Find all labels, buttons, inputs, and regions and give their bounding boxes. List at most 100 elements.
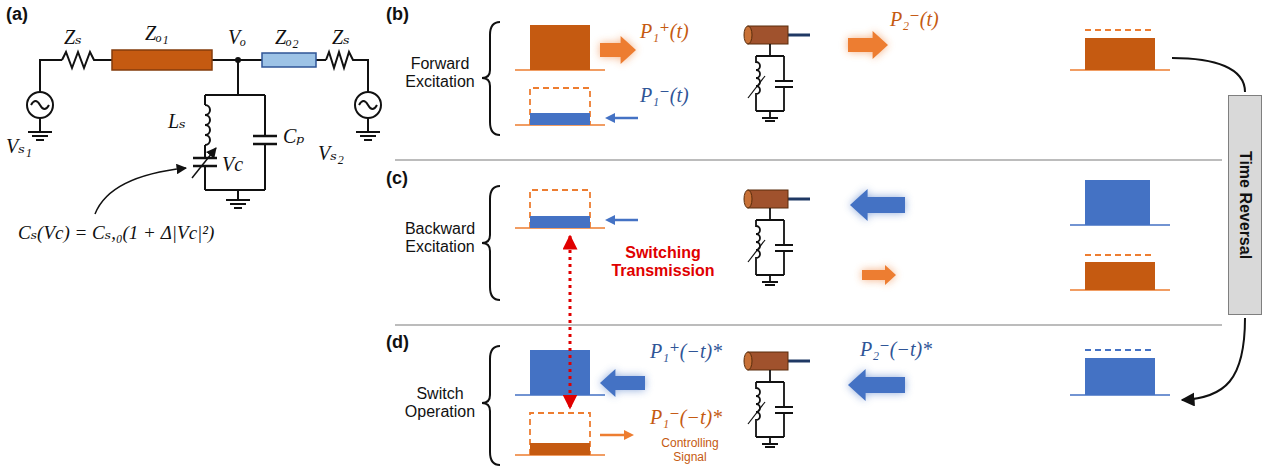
pulse-outline <box>1085 254 1155 256</box>
device-circuit <box>756 208 784 220</box>
device-pin <box>788 34 810 37</box>
arrow-head <box>605 215 615 225</box>
resistor-symbol <box>62 52 98 68</box>
pulse-outline <box>530 413 590 455</box>
symbol-label: Vₛ₁ <box>6 135 32 158</box>
orange-pulse <box>530 25 1155 455</box>
pulse-outline <box>530 30 1155 455</box>
arrow-glow <box>600 369 645 397</box>
blue-pulse <box>530 113 590 125</box>
text-label: Forward Excitation <box>396 55 484 92</box>
ground-symbol <box>226 200 250 208</box>
schematic-wires <box>205 190 265 200</box>
symbol-label: Zₛ <box>64 26 82 49</box>
symbol-label: Cₚ <box>283 125 304 148</box>
device-icon <box>744 26 810 121</box>
inductor-symbol <box>205 105 210 145</box>
signal-arrow <box>850 189 905 221</box>
text-label: Switch Operation <box>396 385 484 422</box>
blue-pulse <box>530 113 1155 395</box>
inductor-symbol <box>205 105 210 145</box>
device-pin <box>788 360 810 363</box>
cylinder-body <box>748 352 788 370</box>
pulse-outline <box>530 88 590 125</box>
transmission-line <box>112 50 212 70</box>
voltage-source <box>27 92 381 118</box>
pulse-baseline <box>515 225 1170 395</box>
panel-tag: (a) <box>6 4 28 25</box>
device-circuit <box>748 208 793 285</box>
voltage-source <box>355 92 381 118</box>
signal-arrow <box>600 434 626 437</box>
cylinder-end <box>744 26 752 44</box>
schematic-wires <box>356 60 368 92</box>
varactor-symbol <box>192 148 216 178</box>
arrow-head <box>624 430 634 440</box>
device-icon <box>744 352 810 447</box>
capacitor-symbol <box>253 136 277 144</box>
symbol-label: Vₛ₂ <box>318 142 344 165</box>
resistor-symbol <box>326 52 356 68</box>
device-circuit <box>756 437 784 447</box>
box-label: Time Reversal <box>1236 151 1254 259</box>
device-circuit <box>748 402 765 424</box>
transmission-line <box>262 53 316 67</box>
arrow-glow <box>600 36 636 64</box>
device-circuit <box>748 370 793 447</box>
device-circuit <box>775 56 793 111</box>
pulse-outline <box>1085 349 1155 351</box>
pulse-outline <box>530 190 590 228</box>
brace <box>482 22 500 465</box>
device-circuit <box>748 76 765 98</box>
panel-divider <box>395 324 1222 326</box>
cylinder-body <box>748 26 788 44</box>
signal-arrow <box>600 31 905 440</box>
cylinder-end <box>744 190 752 208</box>
capacitor-symbol <box>253 136 277 144</box>
panel-divider <box>395 159 1222 161</box>
symbol-label: Cₛ(Vc) = Cₛ,₀(1 + Δ|Vc|²) <box>18 222 214 244</box>
schematic-wires <box>40 60 368 200</box>
symbol-label: Vc <box>222 153 243 176</box>
blue-pulse <box>1085 358 1155 395</box>
symbol-label: Zₛ <box>332 26 350 49</box>
signal-arrow <box>862 265 896 285</box>
signal-arrow <box>613 219 638 222</box>
brace <box>482 346 500 465</box>
text-label: Controlling Signal <box>645 437 735 465</box>
panel-tag: (b) <box>386 4 409 25</box>
device-circuit <box>748 44 793 121</box>
symbol-label: P₂⁻(−t)* <box>860 338 932 361</box>
device-pin <box>788 198 810 201</box>
schematic-wires <box>39 118 41 132</box>
symbol-label: Lₛ <box>168 110 186 133</box>
panel-divider <box>395 160 1222 325</box>
voltage-source <box>359 101 377 109</box>
varactor-symbol <box>192 148 217 178</box>
orange-pulse <box>530 443 590 455</box>
device-icon <box>744 26 810 447</box>
device-circuit <box>756 275 784 285</box>
blue-pulse <box>1085 180 1150 225</box>
signal-arrow <box>600 369 645 397</box>
transmission-line <box>112 50 316 70</box>
schematic-wires <box>98 59 112 61</box>
pulse-outline <box>1085 349 1155 351</box>
schematic-wires <box>367 118 369 132</box>
device-circuit <box>756 370 784 382</box>
arrow-glow <box>850 189 905 221</box>
text-label: Switching Transmission <box>598 244 728 281</box>
signal-arrow <box>613 117 638 120</box>
schematic-wires <box>40 60 62 92</box>
pulse-baseline <box>515 70 1170 455</box>
process-box: Time Reversal <box>1228 95 1262 315</box>
leader-arrow <box>95 168 186 214</box>
schematic-wires <box>204 95 206 190</box>
ground-symbol <box>28 132 380 208</box>
arrow-glow <box>848 31 888 59</box>
arrow-glow <box>862 265 896 285</box>
voltage-source <box>31 101 49 109</box>
signal-arrow <box>848 31 888 59</box>
device-icon <box>744 190 810 285</box>
